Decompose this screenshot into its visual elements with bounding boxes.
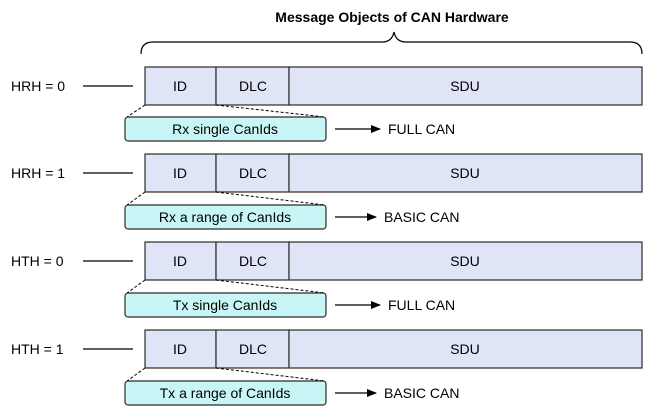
result-label: FULL CAN <box>388 297 455 313</box>
dlc-field-label: DLC <box>239 165 267 181</box>
callout-right-dash <box>215 104 326 118</box>
handle-label: HTH = 1 <box>11 341 64 357</box>
dlc-field-label: DLC <box>239 341 267 357</box>
dlc-field-label: DLC <box>239 253 267 269</box>
dlc-field <box>215 66 290 106</box>
message-object-row: HRH = 0 ID DLC SDU Rx single CanIds FULL… <box>11 66 643 142</box>
callout-left-dash <box>126 104 146 118</box>
sdu-field <box>288 329 643 369</box>
sdu-field <box>288 66 643 106</box>
message-object-row: HTH = 0 ID DLC SDU Tx single CanIds FULL… <box>11 241 643 318</box>
callout-right-dash <box>215 367 326 382</box>
sdu-field-label: SDU <box>450 253 480 269</box>
id-field <box>144 153 217 193</box>
hardware-brace <box>140 31 643 55</box>
sdu-field <box>288 241 643 281</box>
id-field-label: ID <box>173 341 187 357</box>
handle-label: HRH = 1 <box>11 165 65 181</box>
description-label: Tx a range of CanIds <box>160 385 291 401</box>
dlc-field <box>215 329 290 369</box>
handle-label: HRH = 0 <box>11 78 65 94</box>
description-label: Rx single CanIds <box>172 121 278 137</box>
description-box <box>124 292 327 318</box>
description-box <box>124 204 327 230</box>
id-field <box>144 241 217 281</box>
result-label: FULL CAN <box>388 121 455 137</box>
sdu-field-label: SDU <box>450 78 480 94</box>
description-box <box>124 116 327 142</box>
dlc-field <box>215 153 290 193</box>
description-label: Rx a range of CanIds <box>159 209 291 225</box>
message-object-row: HTH = 1 ID DLC SDU Tx a range of CanIds … <box>11 329 643 406</box>
callout-left-dash <box>126 367 146 382</box>
callout-left-dash <box>126 191 146 206</box>
sdu-field <box>288 153 643 193</box>
sdu-field-label: SDU <box>450 165 480 181</box>
description-box <box>124 380 327 406</box>
sdu-field-label: SDU <box>450 341 480 357</box>
handle-label: HTH = 0 <box>11 253 64 269</box>
callout-right-dash <box>215 191 326 206</box>
id-field-label: ID <box>173 165 187 181</box>
message-object-row: HRH = 1 ID DLC SDU Rx a range of CanIds … <box>11 153 643 230</box>
id-field <box>144 329 217 369</box>
result-label: BASIC CAN <box>384 209 459 225</box>
dlc-field-label: DLC <box>239 78 267 94</box>
diagram-title: Message Objects of CAN Hardware <box>275 9 509 25</box>
id-field-label: ID <box>173 253 187 269</box>
description-label: Tx single CanIds <box>173 297 277 313</box>
callout-left-dash <box>126 279 146 294</box>
callout-right-dash <box>215 279 326 294</box>
id-field-label: ID <box>173 78 187 94</box>
result-label: BASIC CAN <box>384 385 459 401</box>
